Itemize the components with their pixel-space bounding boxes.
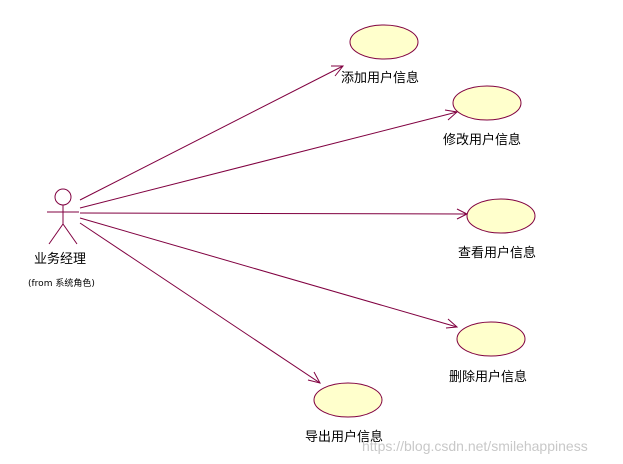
association-delete: [79, 217, 458, 328]
use-case-export-label: 导出用户信息: [305, 429, 383, 445]
use-case-edit-label: 修改用户信息: [443, 132, 521, 148]
association-add: [79, 65, 344, 201]
arrowhead-export: [307, 371, 321, 384]
watermark: https://blog.csdn.net/smilehappiness: [362, 438, 588, 454]
use-case-delete[interactable]: 删除用户信息: [449, 321, 527, 385]
use-case-edit[interactable]: 修改用户信息: [443, 85, 522, 148]
association-edit: [79, 111, 458, 209]
actor-stereotype: (from 系统角色): [28, 277, 95, 289]
use-case-add[interactable]: 添加用户信息: [341, 24, 419, 86]
arrowhead-delete: [445, 318, 459, 329]
use-case-delete-label: 删除用户信息: [449, 369, 527, 385]
association-export: [79, 222, 321, 384]
association-view: [79, 212, 468, 215]
arrowhead-add: [331, 65, 345, 77]
use-case-export[interactable]: 导出用户信息: [305, 382, 383, 445]
arrowhead-edit: [444, 109, 459, 121]
use-case-view-label: 查看用户信息: [458, 245, 536, 261]
use-case-view[interactable]: 查看用户信息: [458, 198, 536, 261]
actor-figure: [47, 188, 79, 245]
associations: [79, 65, 469, 384]
actor-name: 业务经理: [34, 251, 86, 267]
use-case-add-label: 添加用户信息: [341, 70, 419, 86]
